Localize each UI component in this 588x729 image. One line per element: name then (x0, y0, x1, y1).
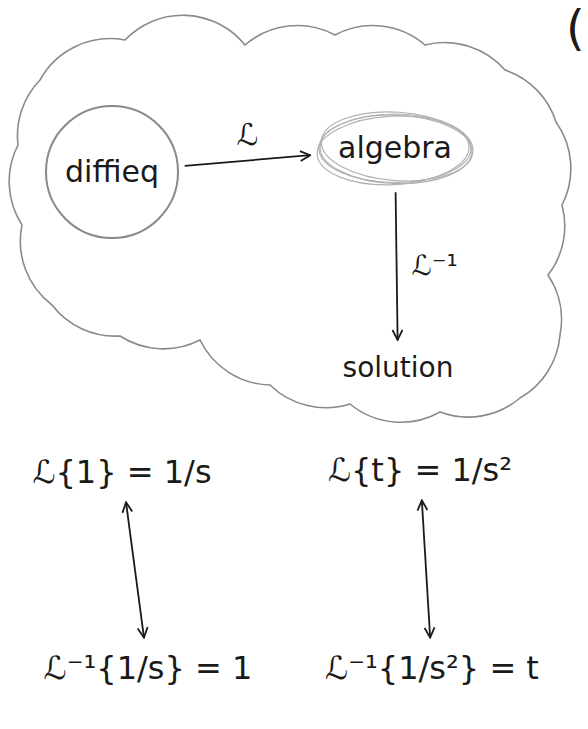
scribble-stroke (319, 112, 473, 186)
node-text: ℒ⁻¹{1/s²} = t (325, 650, 539, 687)
node-text: ℒ{1} = 1/s (32, 454, 211, 491)
scribble-stroke (319, 110, 475, 186)
formula-node: ℒ{t} = 1/s² (322, 446, 518, 495)
node-text: solution (343, 352, 454, 384)
formula-node: ℒ{1} = 1/s (26, 448, 217, 497)
node-text: algebra (338, 131, 452, 166)
arrow-connector (126, 502, 144, 637)
thought-cloud (9, 15, 571, 422)
scribbled-term: algebra (315, 110, 475, 187)
transform-label: ℒ (234, 117, 262, 152)
node-text: ℒ{t} = 1/s² (328, 452, 512, 489)
margin-mark: ( (566, 4, 585, 52)
node-text: diffieq (65, 155, 159, 190)
node-text: ℒ⁻¹{1/s} = 1 (44, 650, 253, 687)
arrow-connector (396, 192, 398, 340)
arrow-connector (422, 500, 430, 637)
transform-label: ℒ⁻¹ (409, 250, 461, 282)
formula-node: ℒ⁻¹{1/s²} = t (319, 644, 545, 693)
circled-term: diffieq (45, 105, 179, 239)
formula-node: ℒ⁻¹{1/s} = 1 (38, 644, 259, 693)
formula-node: solution (337, 346, 460, 390)
arrow-connector (185, 155, 311, 166)
